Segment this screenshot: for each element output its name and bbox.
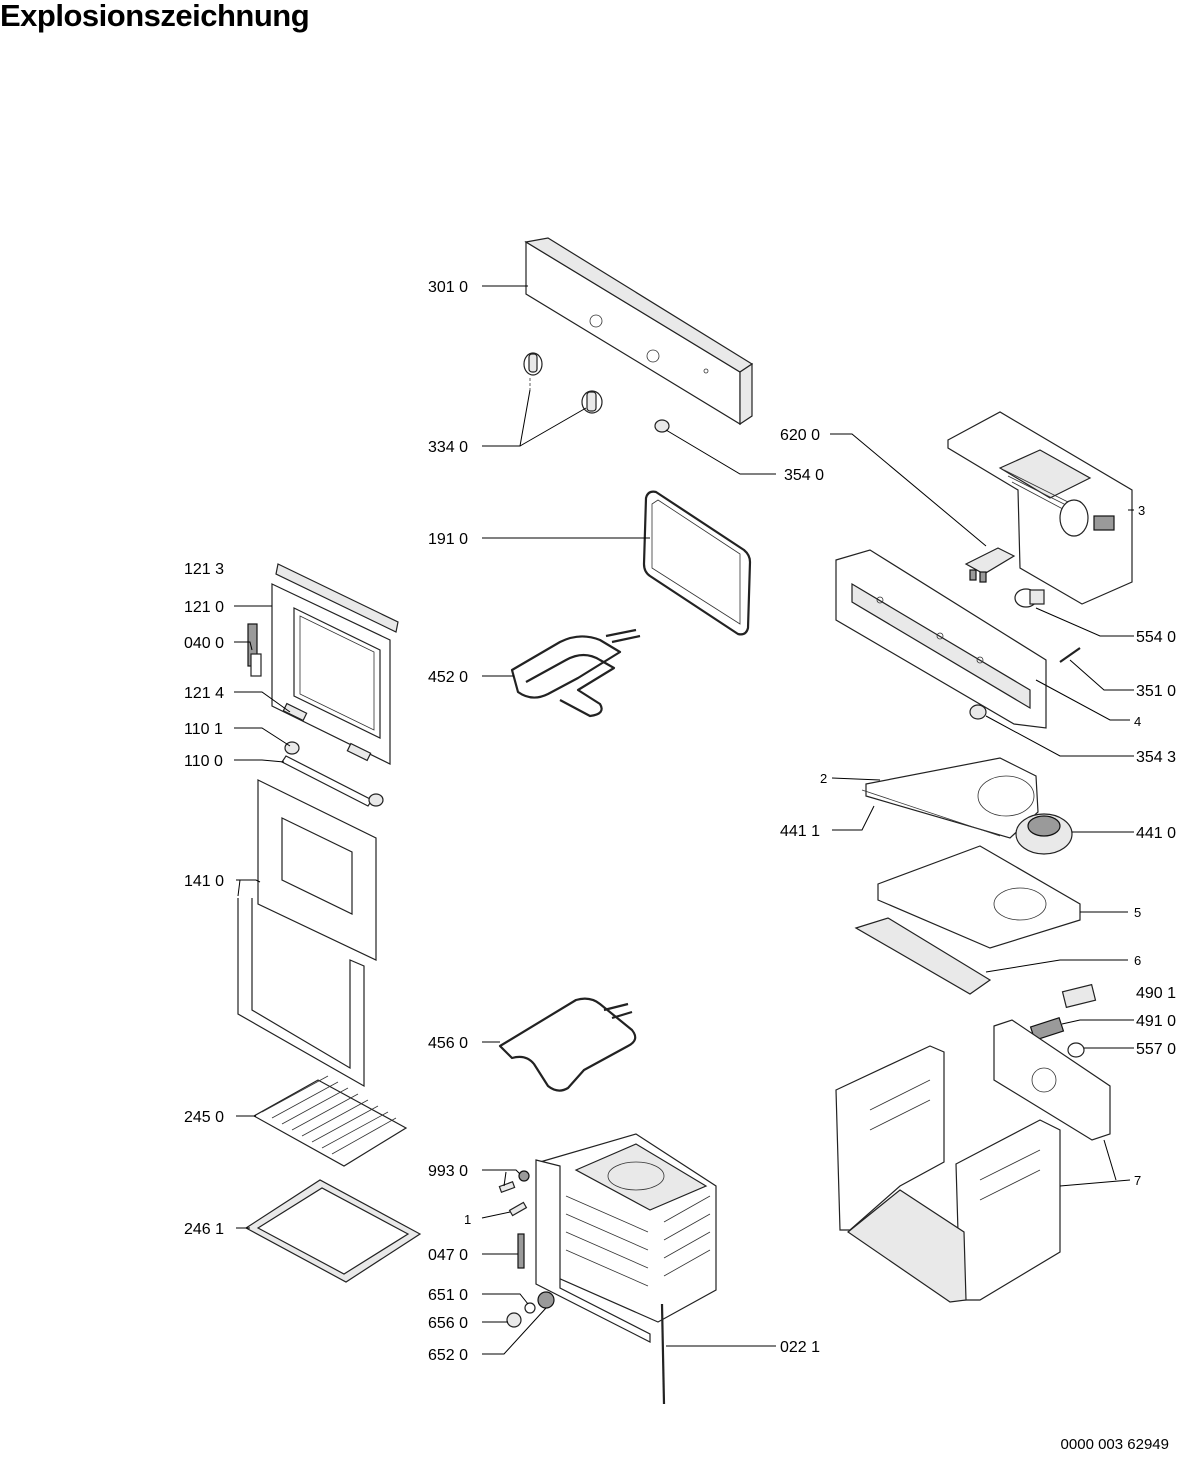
door-handle (281, 741, 384, 807)
label-4410: 441 0 (1136, 825, 1176, 842)
oven-cavity (535, 1133, 717, 1343)
label-6: 6 (1134, 953, 1141, 968)
label-1910: 191 0 (428, 531, 468, 548)
label-4901: 490 1 (1136, 985, 1176, 1002)
label-1: 1 (464, 1212, 471, 1227)
baking-tray (244, 1179, 422, 1283)
label-7: 7 (1134, 1173, 1141, 1188)
label-0400: 040 0 (184, 635, 224, 652)
label-2450: 245 0 (184, 1109, 224, 1126)
label-6520: 652 0 (428, 1347, 468, 1364)
label-4560: 456 0 (428, 1035, 468, 1052)
label-0221: 022 1 (780, 1339, 820, 1356)
control-knobs (523, 352, 603, 414)
front-frame (835, 549, 1047, 729)
label-9930: 993 0 (428, 1163, 468, 1180)
small-fasteners (498, 1170, 530, 1269)
fan-shroud-plate (861, 757, 1039, 839)
label-1100: 110 0 (184, 753, 223, 770)
cavity-seal-strip (660, 1303, 666, 1405)
rear-cover-panel (947, 411, 1133, 605)
label-4411: 441 1 (780, 823, 820, 840)
oven-lamp-assembly (506, 1291, 555, 1328)
rear-connection-plate (993, 1019, 1111, 1141)
label-1101: 110 1 (184, 721, 223, 738)
label-2461: 246 1 (184, 1221, 224, 1238)
terminal-blocks (1029, 983, 1097, 1058)
label-1214: 121 4 (184, 685, 224, 702)
label-3540: 354 0 (784, 467, 824, 484)
bottom-heating-element (498, 997, 637, 1092)
door-hinge (247, 623, 262, 677)
label-5570: 557 0 (1136, 1041, 1176, 1058)
temperature-sensor (1059, 647, 1081, 663)
oven-housing (835, 1045, 1061, 1303)
lamp-cover (969, 704, 987, 720)
label-5540: 554 0 (1136, 629, 1176, 646)
label-4520: 452 0 (428, 669, 468, 686)
timer-motor (1014, 588, 1045, 608)
label-6560: 656 0 (428, 1315, 468, 1332)
label-1210: 121 0 (184, 599, 224, 616)
base-plate (877, 845, 1081, 949)
front-strip (854, 917, 992, 995)
label-3: 3 (1138, 503, 1145, 518)
oven-door-gasket (642, 490, 752, 636)
label-5: 5 (1134, 905, 1141, 920)
page-title: Explosionszeichnung (0, 0, 310, 33)
outer-door-glass (237, 779, 377, 1088)
selector-switch (964, 547, 1016, 583)
label-3340: 334 0 (428, 439, 468, 456)
leader-lines (234, 285, 1134, 1355)
label-1410: 141 0 (184, 873, 224, 890)
wire-shelf-rack (252, 1075, 408, 1167)
cooling-fan (1015, 813, 1073, 855)
document-number: 0000 003 62949 (1060, 1436, 1169, 1453)
label-3510: 351 0 (1136, 683, 1176, 700)
label-3010: 301 0 (428, 279, 468, 296)
part-labels: 301 0 334 0 354 0 620 0 3 191 0 121 3 12… (184, 279, 1176, 1364)
label-1213: 121 3 (184, 561, 224, 578)
label-6510: 651 0 (428, 1287, 468, 1304)
indicator-lamp (654, 419, 670, 433)
label-4: 4 (1134, 714, 1141, 729)
inner-door-assembly (271, 563, 399, 765)
label-2: 2 (820, 771, 827, 786)
label-4910: 491 0 (1136, 1013, 1176, 1030)
label-3543: 354 3 (1136, 749, 1176, 766)
control-panel-fascia (524, 237, 754, 426)
label-0470: 047 0 (428, 1247, 468, 1264)
grill-heating-element (510, 628, 641, 718)
label-6200: 620 0 (780, 427, 820, 444)
